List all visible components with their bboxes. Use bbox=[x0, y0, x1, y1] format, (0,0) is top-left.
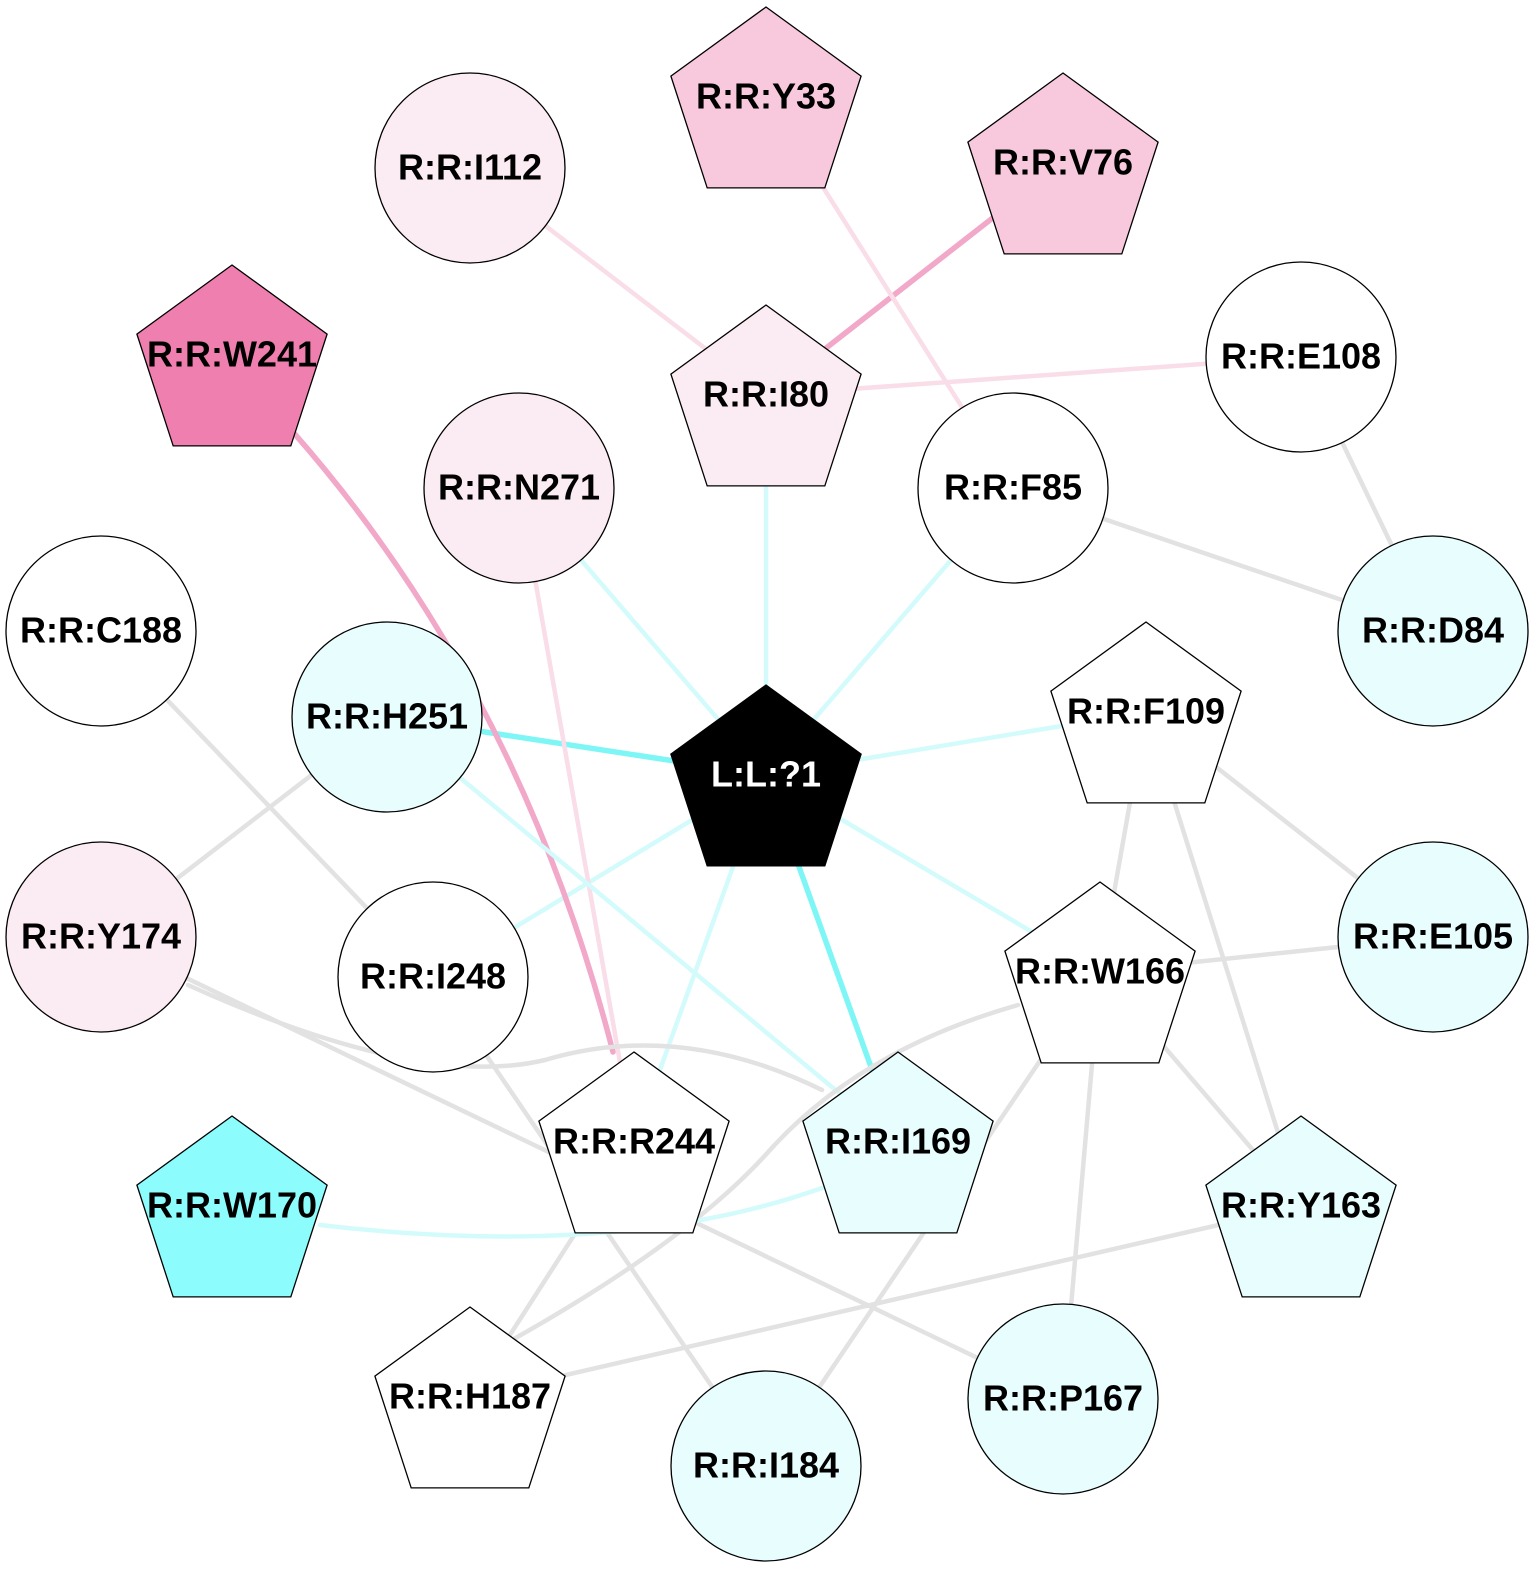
node-circle bbox=[967, 1303, 1159, 1495]
node-pentagon bbox=[136, 1115, 328, 1298]
edge-h187-y163 bbox=[467, 1203, 1304, 1400]
node-v76[interactable]: R:R:V76 bbox=[967, 72, 1159, 255]
node-label: R:R:W170 bbox=[147, 1185, 317, 1226]
node-circle bbox=[1337, 841, 1529, 1033]
node-label: R:R:I112 bbox=[398, 147, 542, 188]
node-pentagon bbox=[136, 264, 328, 447]
node-pentagon bbox=[1050, 621, 1242, 804]
node-label: R:R:F109 bbox=[1067, 691, 1225, 732]
node-label: R:R:Y174 bbox=[21, 916, 181, 957]
node-pentagon bbox=[538, 1051, 730, 1234]
edge-n271-r244 bbox=[516, 485, 637, 1145]
node-label: R:R:Y163 bbox=[1221, 1185, 1381, 1226]
node-circle bbox=[5, 841, 197, 1033]
edge-y174-i169 bbox=[185, 982, 825, 1093]
node-label: R:R:W166 bbox=[1015, 951, 1185, 992]
node-label: R:R:H187 bbox=[389, 1376, 551, 1417]
node-label: R:R:E105 bbox=[1353, 916, 1513, 957]
node-e105[interactable]: R:R:E105 bbox=[1337, 841, 1529, 1033]
node-pentagon bbox=[670, 6, 862, 189]
node-label: R:R:W241 bbox=[147, 334, 317, 375]
node-label: R:R:H251 bbox=[306, 696, 468, 737]
node-label: R:R:I248 bbox=[360, 956, 506, 997]
node-e108[interactable]: R:R:E108 bbox=[1205, 261, 1397, 453]
node-i184[interactable]: R:R:I184 bbox=[670, 1370, 862, 1562]
node-circle bbox=[337, 881, 529, 1073]
node-i248[interactable]: R:R:I248 bbox=[337, 881, 529, 1073]
node-label: R:R:D84 bbox=[1362, 610, 1504, 651]
node-w170[interactable]: R:R:W170 bbox=[136, 1115, 328, 1298]
node-y163[interactable]: R:R:Y163 bbox=[1205, 1115, 1397, 1298]
node-label: R:R:V76 bbox=[993, 142, 1133, 183]
edge-w166-h187 bbox=[509, 1002, 1021, 1343]
node-p167[interactable]: R:R:P167 bbox=[967, 1303, 1159, 1495]
node-circle bbox=[291, 621, 483, 813]
node-i169[interactable]: R:R:I169 bbox=[802, 1051, 994, 1234]
node-i80[interactable]: R:R:I80 bbox=[670, 304, 862, 487]
node-circle bbox=[917, 392, 1109, 584]
node-circle bbox=[5, 535, 197, 727]
node-f109[interactable]: R:R:F109 bbox=[1050, 621, 1242, 804]
node-y174[interactable]: R:R:Y174 bbox=[5, 841, 197, 1033]
node-d84[interactable]: R:R:D84 bbox=[1337, 535, 1529, 727]
node-label: R:R:I169 bbox=[825, 1121, 971, 1162]
node-circle bbox=[670, 1370, 862, 1562]
node-w166[interactable]: R:R:W166 bbox=[1004, 881, 1196, 1064]
node-circle bbox=[1337, 535, 1529, 727]
edge-w241-r244 bbox=[290, 429, 616, 1055]
node-c188[interactable]: R:R:C188 bbox=[5, 535, 197, 727]
node-pentagon bbox=[670, 684, 862, 867]
node-label: R:R:I184 bbox=[693, 1445, 839, 1486]
node-label: R:R:I80 bbox=[703, 374, 829, 415]
node-circle bbox=[1205, 261, 1397, 453]
node-pentagon bbox=[802, 1051, 994, 1234]
node-label: R:R:N271 bbox=[438, 467, 600, 508]
node-label: R:R:C188 bbox=[20, 610, 182, 651]
node-pentagon bbox=[670, 304, 862, 487]
node-circle bbox=[374, 72, 566, 264]
node-pentagon bbox=[1205, 1115, 1397, 1298]
node-i112[interactable]: R:R:I112 bbox=[374, 72, 566, 264]
node-y33[interactable]: R:R:Y33 bbox=[670, 6, 862, 189]
node-pentagon bbox=[967, 72, 1159, 255]
node-label: R:R:Y33 bbox=[696, 76, 836, 117]
node-label: L:L:?1 bbox=[711, 754, 821, 795]
node-r244[interactable]: R:R:R244 bbox=[538, 1051, 730, 1234]
node-circle bbox=[423, 392, 615, 584]
node-label: R:R:E108 bbox=[1221, 336, 1381, 377]
node-label: R:R:P167 bbox=[983, 1378, 1143, 1419]
node-l1[interactable]: L:L:?1 bbox=[670, 684, 862, 867]
node-n271[interactable]: R:R:N271 bbox=[423, 392, 615, 584]
node-h251[interactable]: R:R:H251 bbox=[291, 621, 483, 813]
node-label: R:R:F85 bbox=[944, 467, 1082, 508]
edge-h251-i169 bbox=[384, 714, 901, 1145]
node-label: R:R:R244 bbox=[553, 1121, 715, 1162]
node-f85[interactable]: R:R:F85 bbox=[917, 392, 1109, 584]
node-h187[interactable]: R:R:H187 bbox=[374, 1306, 566, 1489]
node-w241[interactable]: R:R:W241 bbox=[136, 264, 328, 447]
node-pentagon bbox=[1004, 881, 1196, 1064]
node-pentagon bbox=[374, 1306, 566, 1489]
